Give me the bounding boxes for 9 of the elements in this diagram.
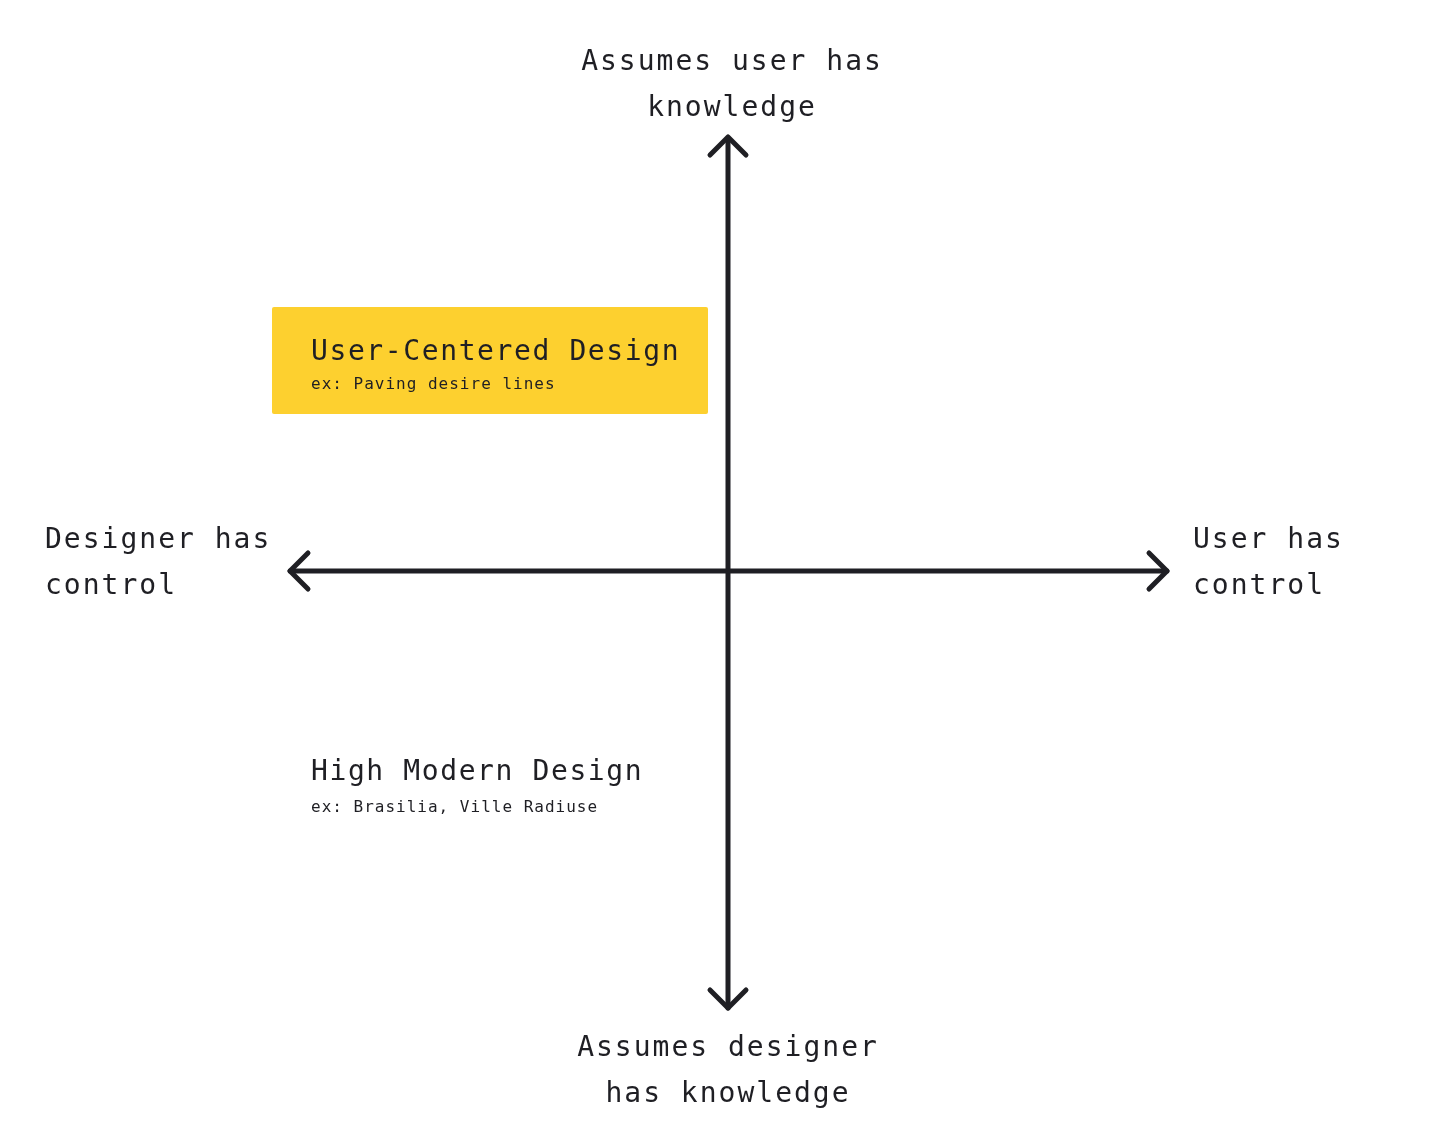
quadrant-heading: User-Centered Design (311, 334, 682, 368)
axis-label: Assumes designer has knowledge (576, 1029, 880, 1111)
quadrant-heading: High Modern Design (311, 753, 645, 789)
highlight-box (272, 307, 708, 414)
axis-label: Assumes user has knowledge (580, 43, 884, 125)
example-text: ex: Paving desire lines (311, 373, 557, 395)
example-text: ex: Brasilia, Ville Radiuse (311, 796, 600, 818)
axis-label: Designer has control (45, 521, 273, 603)
axis-label: User has control (1193, 521, 1345, 603)
